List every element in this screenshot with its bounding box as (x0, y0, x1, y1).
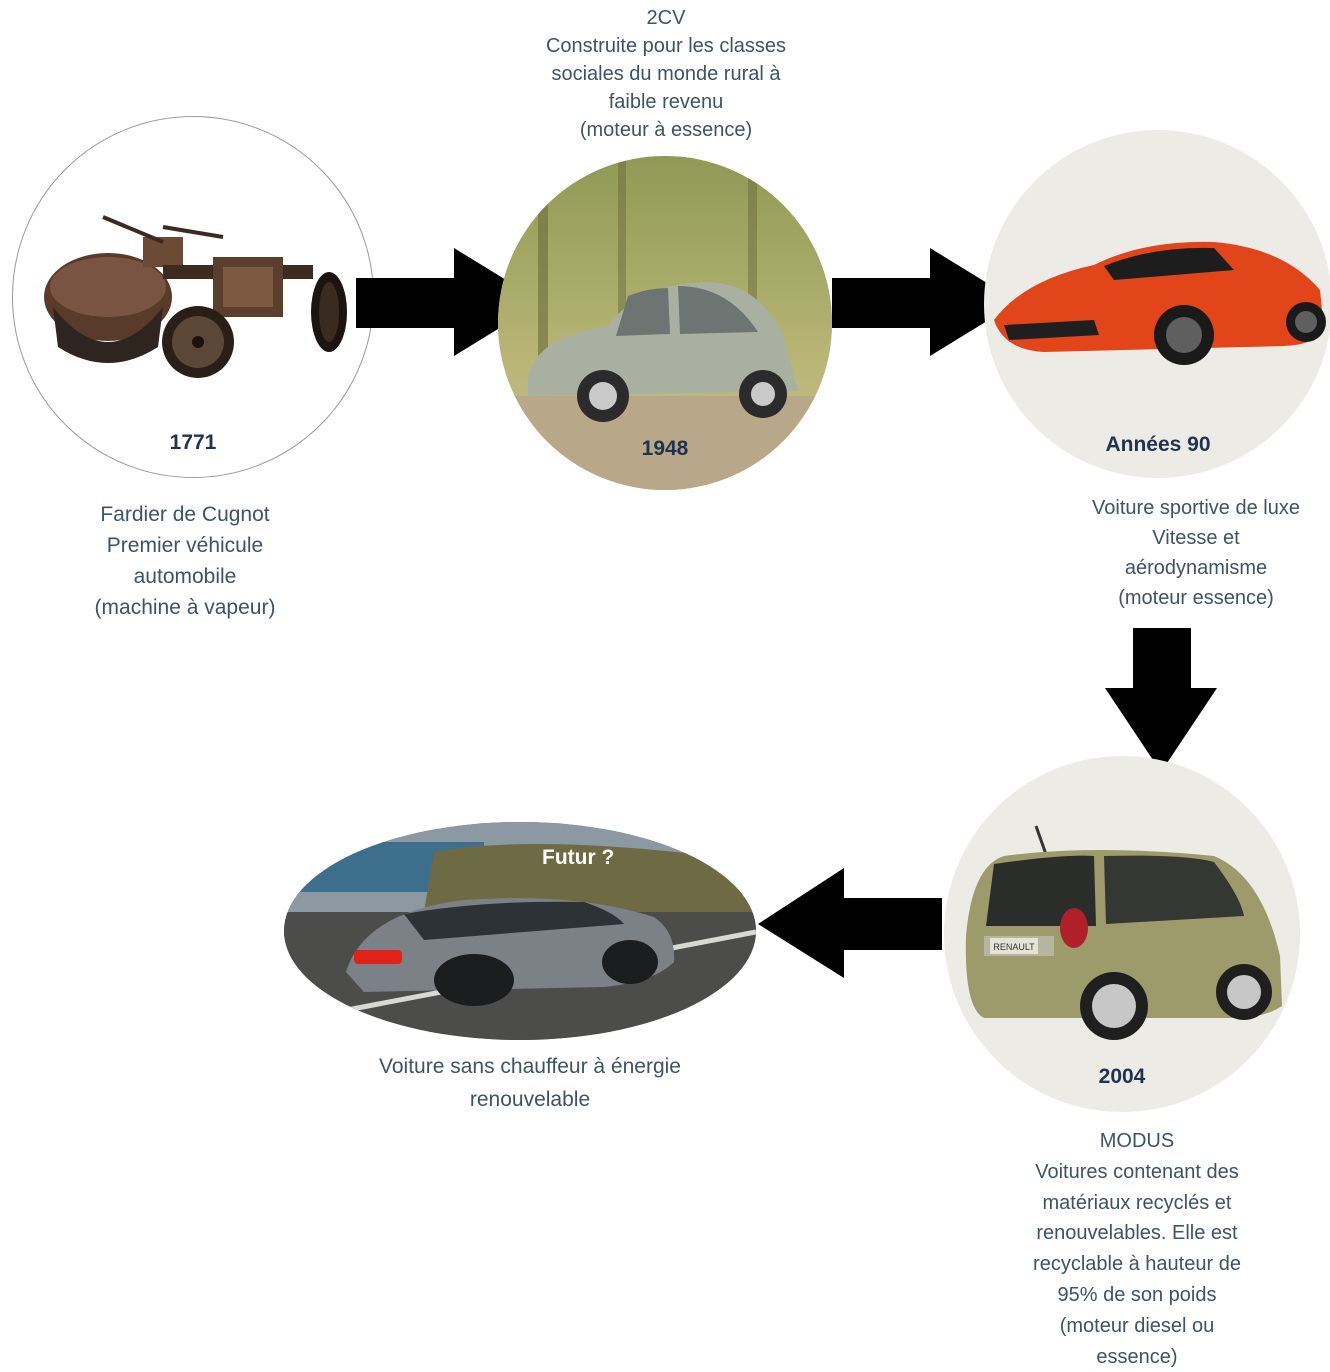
modus-caption-line: renouvelables. Elle est (1036, 1222, 1238, 1245)
cugnot-caption-line: Premier véhicule (106, 534, 264, 557)
twocv-caption-line: Construite pour les classes (545, 35, 787, 57)
twocv-caption-line: 2CV (646, 7, 686, 29)
future-car-image (284, 822, 756, 1040)
citroen-2cv-image (498, 156, 832, 490)
twocv-caption-line: sociales du monde rural à (551, 63, 781, 85)
cugnot-caption-line: Fardier de Cugnot (100, 503, 270, 526)
cugnot-caption: Fardier de Cugnot Premier véhicule autom… (40, 499, 330, 623)
modus-caption-line: Voitures contenant des (1035, 1160, 1239, 1183)
arrow-down (1105, 628, 1217, 772)
twocv-caption-line: faible revenu (608, 91, 724, 113)
modus-caption-line: 95% de son poids (1057, 1283, 1217, 1306)
modus-caption-line: matériaux recyclés et (1042, 1191, 1232, 1214)
sport-caption-line: Vitesse et (1152, 527, 1240, 549)
year-annees-90: Années 90 (1105, 433, 1211, 456)
twocv-caption: 2CV Construite pour les classes sociales… (516, 4, 816, 144)
renault-badge: RENAULT (993, 942, 1035, 952)
cugnot-caption-line: automobile (133, 565, 237, 588)
future-caption-line: renouvelable (469, 1088, 591, 1111)
future-ellipse: Futur ? (284, 822, 756, 1040)
arrow-right-2 (832, 248, 1018, 356)
modus-caption-line: MODUS (1099, 1130, 1175, 1152)
arrow-right-1 (356, 248, 542, 356)
future-caption-line: Voiture sans chauffeur à énergie (379, 1055, 681, 1078)
modus-caption-line: recyclable à hauteur de (1033, 1253, 1241, 1276)
modus-caption: MODUS Voitures contenant des matériaux r… (992, 1126, 1282, 1372)
year-2004: 2004 (1098, 1065, 1146, 1088)
modus-caption-line: essence) (1096, 1345, 1178, 1368)
sport-caption-line: Voiture sportive de luxe (1092, 497, 1300, 519)
modus-caption-line: (moteur diesel ou (1059, 1314, 1215, 1337)
sport-caption-line: (moteur essence) (1118, 587, 1274, 609)
year-1948: 1948 (641, 437, 689, 460)
sport-circle: Années 90 (984, 130, 1330, 478)
future-caption: Voiture sans chauffeur à énergie renouve… (320, 1050, 740, 1116)
lamborghini-image (994, 241, 1326, 365)
fardier-cugnot-image (44, 215, 347, 378)
modus-circle: RENAULT 2004 (944, 756, 1300, 1112)
future-label: Futur ? (542, 846, 615, 869)
cugnot-circle: 1771 (12, 116, 374, 478)
renault-modus-image: RENAULT (965, 825, 1282, 1040)
year-1771: 1771 (169, 431, 217, 454)
cugnot-caption-line: (machine à vapeur) (94, 596, 276, 619)
sport-caption-line: aérodynamisme (1124, 557, 1268, 579)
arrow-left (758, 868, 942, 978)
twocv-circle: 1948 (498, 156, 832, 490)
twocv-caption-line: (moteur à essence) (579, 119, 753, 141)
sport-caption: Voiture sportive de luxe Vitesse et aéro… (1062, 493, 1330, 613)
